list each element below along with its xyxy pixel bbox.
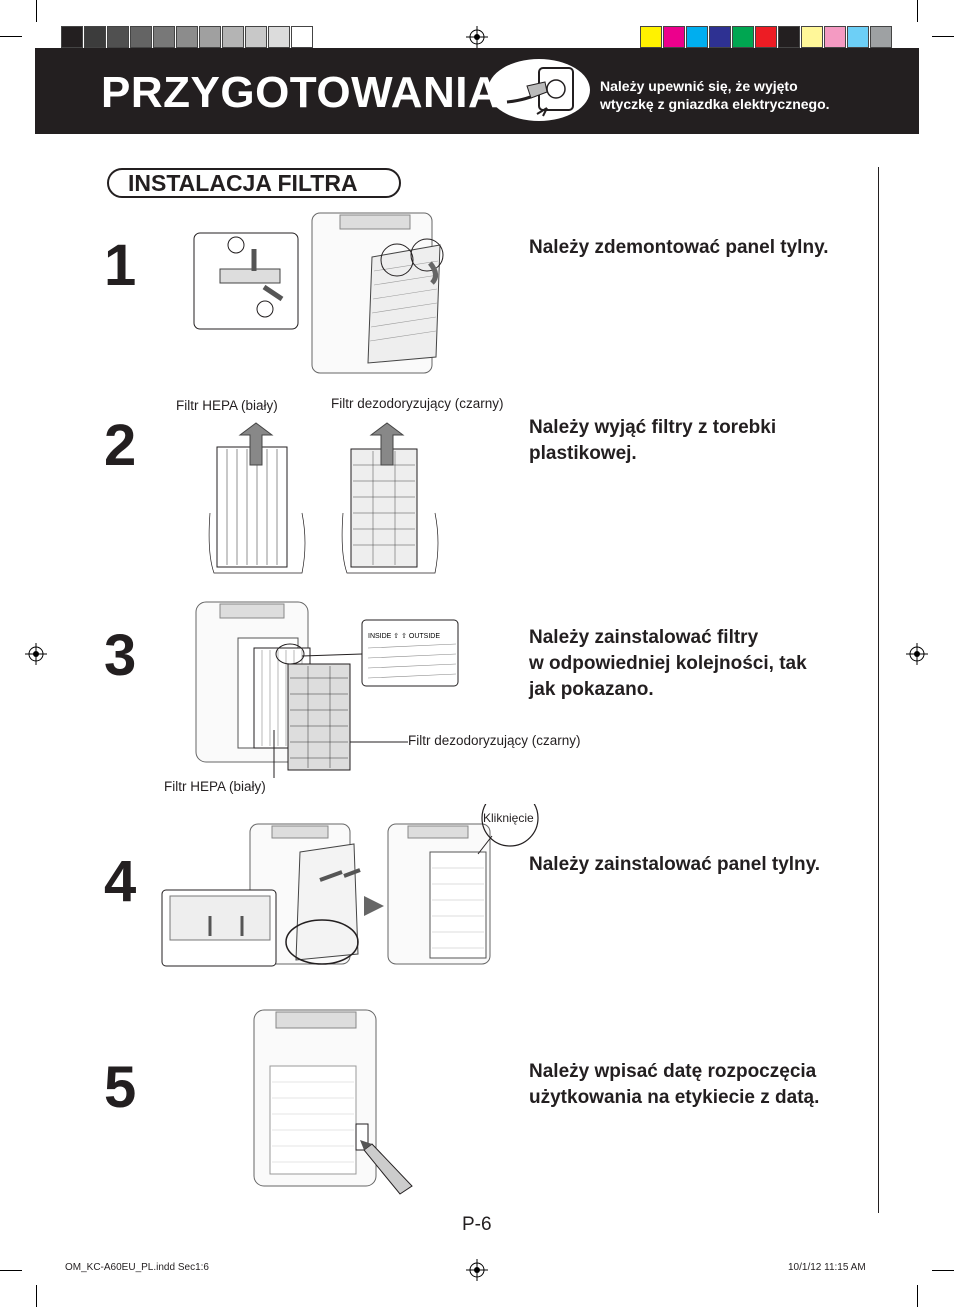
section-title: INSTALACJA FILTRA	[128, 170, 358, 197]
footer-timestamp: 10/1/12 11:15 AM	[788, 1262, 866, 1273]
label-deodor-step3: Filtr dezodoryzujący (czarny)	[408, 733, 581, 748]
crop-mark	[36, 1285, 37, 1307]
crop-mark	[932, 1270, 954, 1271]
registration-mark-icon	[25, 643, 47, 665]
right-margin-rule	[878, 167, 879, 1213]
color-swatch	[824, 26, 846, 48]
color-swatch	[755, 26, 777, 48]
color-swatch	[176, 26, 198, 48]
color-swatch	[778, 26, 800, 48]
crop-mark	[917, 1285, 918, 1307]
step-5-illustration	[248, 1006, 420, 1198]
color-swatch	[61, 26, 83, 48]
crop-mark	[0, 1270, 22, 1271]
unplug-warning: Należy upewnić się, że wyjęto wtyczkę z …	[600, 77, 830, 113]
registration-mark-icon	[466, 1259, 488, 1281]
color-swatch	[870, 26, 892, 48]
step-4-number: 4	[104, 848, 136, 915]
step-3-illustration: INSIDE ⇧ ⇧ OUTSIDE	[190, 598, 465, 778]
color-swatch	[153, 26, 175, 48]
crop-mark	[932, 36, 954, 37]
color-swatch	[130, 26, 152, 48]
page-title: PRZYGOTOWANIA	[101, 68, 500, 118]
color-swatch	[732, 26, 754, 48]
color-swatch	[199, 26, 221, 48]
step-3-text: Należy zainstalować filtry w odpowiednie…	[529, 625, 807, 703]
label-click: Kliknięcie	[483, 811, 534, 825]
footer-file-info: OM_KC-A60EU_PL.indd Sec1:6	[65, 1262, 209, 1273]
step-2-illustration	[205, 415, 440, 580]
label-hepa-step2: Filtr HEPA (biały)	[176, 398, 278, 413]
registration-mark-icon	[466, 26, 488, 48]
step-1-text: Należy zdemontować panel tylny.	[529, 235, 829, 261]
crop-mark	[917, 0, 918, 22]
color-swatch	[663, 26, 685, 48]
step-4-text: Należy zainstalować panel tylny.	[529, 852, 820, 878]
registration-mark-icon	[906, 643, 928, 665]
color-swatch	[245, 26, 267, 48]
color-swatch	[291, 26, 313, 48]
color-swatch	[222, 26, 244, 48]
step-5-number: 5	[104, 1054, 136, 1121]
crop-mark	[0, 36, 22, 37]
filter-orientation-label: INSIDE ⇧ ⇧ OUTSIDE	[368, 632, 440, 640]
color-swatch	[801, 26, 823, 48]
color-swatch	[709, 26, 731, 48]
color-swatch	[268, 26, 290, 48]
page-number: P-6	[462, 1214, 492, 1236]
unplug-icon	[487, 58, 591, 122]
label-hepa-step3: Filtr HEPA (biały)	[164, 779, 266, 794]
step-3-number: 3	[104, 622, 136, 689]
label-deodor-step2: Filtr dezodoryzujący (czarny)	[331, 396, 504, 411]
color-swatch	[686, 26, 708, 48]
color-swatch	[107, 26, 129, 48]
step-5-text: Należy wpisać datę rozpoczęcia użytkowan…	[529, 1059, 819, 1111]
color-swatch	[84, 26, 106, 48]
step-2-number: 2	[104, 412, 136, 479]
color-swatch	[847, 26, 869, 48]
step-4-illustration	[160, 804, 545, 969]
crop-mark	[36, 0, 37, 22]
step-2-text: Należy wyjąć filtry z torebki plastikowe…	[529, 415, 776, 467]
step-1-number: 1	[104, 232, 136, 299]
step-1-illustration	[192, 205, 462, 375]
color-swatch	[640, 26, 662, 48]
